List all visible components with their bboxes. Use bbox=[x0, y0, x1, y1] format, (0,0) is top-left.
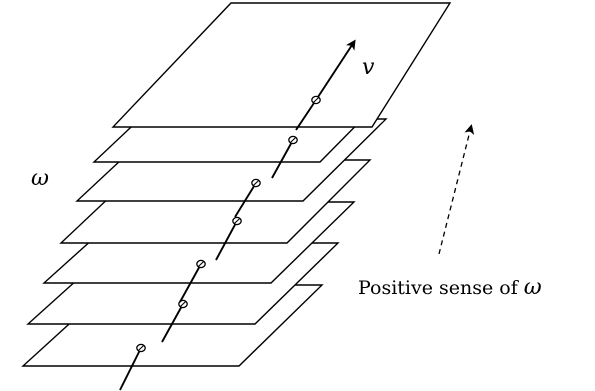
positive-sense-text: Positive sense of bbox=[358, 277, 524, 299]
basepoint-4 bbox=[232, 216, 242, 226]
vector-stem-4 bbox=[215, 220, 238, 261]
plane-1-top bbox=[111, 2, 452, 128]
form-omega-label: ω bbox=[31, 166, 49, 191]
vector-stem-3 bbox=[234, 182, 257, 218]
plane-layer-1 bbox=[111, 2, 452, 131]
vector-stem-6 bbox=[161, 303, 184, 343]
positive-sense-omega: ω bbox=[524, 275, 542, 300]
vector-stem-1 bbox=[295, 99, 317, 131]
basepoint-1 bbox=[311, 95, 321, 105]
basepoint-3 bbox=[251, 178, 261, 188]
basepoint-2 bbox=[288, 135, 298, 145]
vector-v-label: v bbox=[362, 55, 375, 80]
basepoint-5 bbox=[196, 259, 206, 269]
positive-sense-label: Positive sense of ω bbox=[358, 275, 542, 300]
vector-v-arrow bbox=[315, 39, 356, 101]
vector-stem-2 bbox=[271, 139, 294, 179]
vector-stem-7 bbox=[119, 347, 142, 391]
vector-stem-5 bbox=[179, 263, 202, 303]
basepoint-7 bbox=[136, 343, 146, 353]
positive-sense-arrow bbox=[438, 124, 475, 255]
